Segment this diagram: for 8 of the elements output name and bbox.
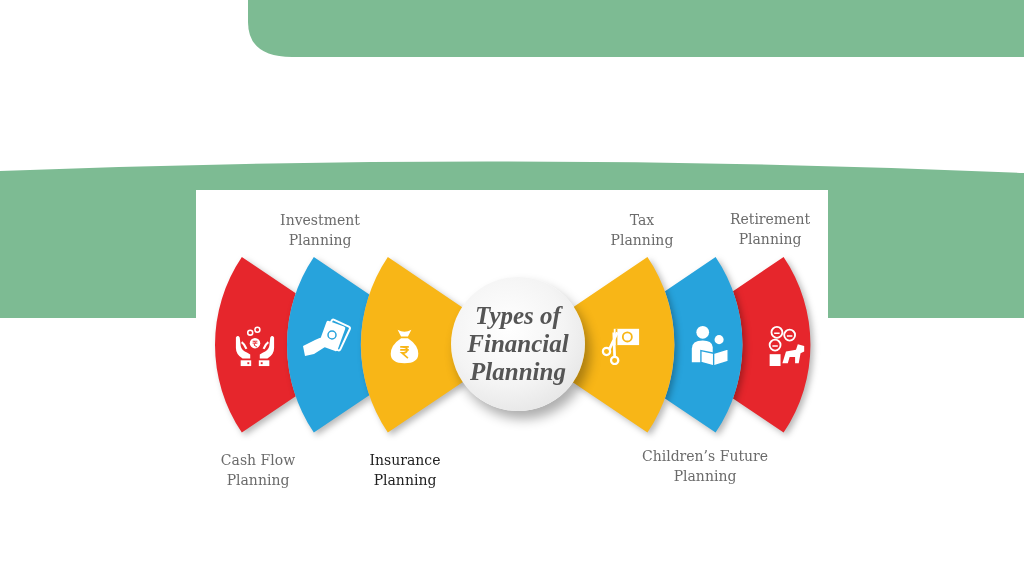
segment-label: Retirement Planning	[728, 210, 812, 249]
segment-label: Tax Planning	[609, 211, 675, 250]
segment-label: Insurance Planning	[368, 451, 442, 490]
segment-label: Cash Flow Planning	[219, 451, 297, 490]
circle-title: Types of Financial Planning	[466, 302, 570, 386]
center-circle	[451, 277, 585, 411]
segment-label: Investment Planning	[279, 211, 361, 250]
segment-label: Children’s Future Planning	[640, 447, 770, 486]
